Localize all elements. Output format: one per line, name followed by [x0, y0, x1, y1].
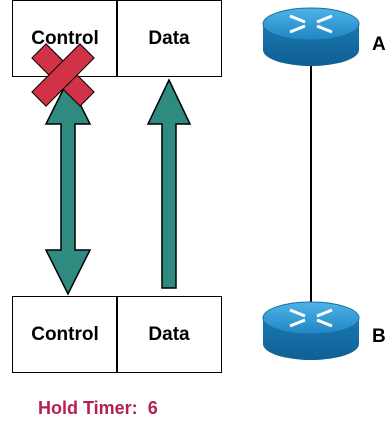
top-data-plane-box: Data — [116, 0, 222, 77]
router-a-label: A — [372, 34, 386, 55]
top-control-label: Control — [31, 27, 99, 49]
hold-timer-status: Hold Timer: 6 — [38, 398, 158, 419]
bottom-control-plane-box: Control — [12, 296, 118, 373]
up-arrow-icon — [146, 78, 192, 289]
bottom-data-label: Data — [148, 323, 190, 345]
bottom-data-plane-box: Data — [116, 296, 222, 373]
router-b-icon — [262, 301, 360, 360]
bidirectional-arrow-icon — [44, 78, 92, 296]
router-a-icon — [262, 7, 360, 66]
red-x-icon — [31, 43, 95, 107]
hold-timer-value: 6 — [147, 398, 158, 418]
router-b-label: B — [372, 326, 386, 347]
bottom-control-label: Control — [31, 323, 99, 345]
top-data-label: Data — [148, 27, 190, 49]
hold-timer-label: Hold Timer: — [38, 398, 138, 418]
